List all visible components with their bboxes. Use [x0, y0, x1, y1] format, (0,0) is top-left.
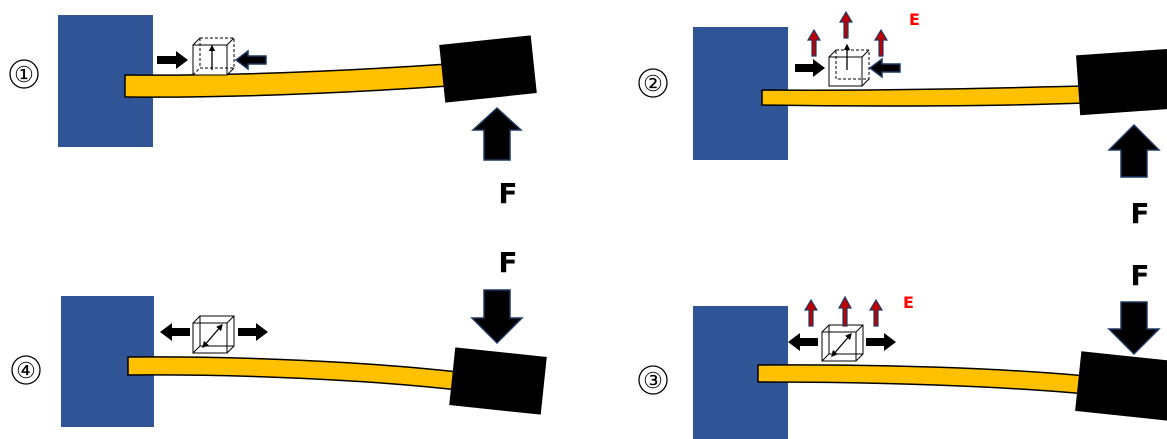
panel-3: ③ E F — [638, 259, 1167, 439]
cantilever-beam — [757, 364, 1087, 395]
step-badge — [11, 355, 41, 385]
step-badge — [9, 59, 39, 89]
panel-4-force: F — [470, 246, 524, 345]
force-down-arrow-icon — [470, 289, 524, 345]
panel-2: ② E F — [638, 10, 1167, 230]
compress-arrow-left-icon — [234, 49, 267, 71]
panel-1: ① F — [9, 15, 537, 210]
compress-arrow-right-icon — [157, 51, 188, 69]
electric-field-arrows — [806, 10, 889, 57]
cantilever-beam — [127, 356, 459, 391]
field-arrow-icon — [806, 28, 822, 57]
force-label: F — [1130, 259, 1149, 292]
force-label: F — [1130, 197, 1149, 230]
tip-mass — [439, 35, 537, 103]
force-label: F — [498, 177, 517, 210]
step-number: ④ — [16, 358, 36, 383]
force-down-arrow-icon — [1107, 301, 1161, 356]
field-arrow-icon — [873, 28, 889, 57]
panel-4: ④ — [11, 296, 547, 427]
tip-mass — [1076, 48, 1167, 116]
force-label: F — [498, 246, 517, 279]
cantilever-beam — [124, 63, 449, 98]
strain-cube — [192, 37, 235, 76]
field-arrow-icon — [868, 298, 884, 327]
compress-arrow-right-icon — [795, 59, 825, 77]
polarization-arrow-icon — [202, 324, 223, 348]
strain-cube — [828, 43, 870, 87]
field-arrow-icon — [803, 298, 819, 327]
stretch-arrow-right-icon — [866, 333, 896, 351]
step-badge — [638, 365, 668, 395]
electric-field-arrows — [803, 295, 884, 327]
force-up-arrow-icon — [1107, 123, 1161, 178]
step-badge — [638, 68, 668, 98]
field-arrow-icon — [837, 295, 853, 327]
polarization-arrow-icon — [831, 333, 852, 357]
step-number: ③ — [643, 368, 663, 393]
field-arrow-icon — [838, 10, 854, 39]
stretch-arrow-right-icon — [238, 323, 268, 341]
strain-cube — [192, 315, 235, 354]
field-label: E — [903, 293, 914, 312]
stretch-arrow-left-icon — [160, 323, 190, 341]
stretch-arrow-left-icon — [788, 333, 818, 351]
field-label: E — [909, 10, 920, 29]
force-up-arrow-icon — [471, 106, 523, 161]
tip-mass — [449, 347, 547, 415]
step-number: ② — [643, 71, 663, 96]
compress-arrow-left-icon — [868, 57, 901, 79]
strain-cube — [821, 324, 864, 362]
tip-mass — [1075, 351, 1167, 421]
step-number: ① — [14, 62, 34, 87]
cantilever-beam — [761, 85, 1087, 107]
